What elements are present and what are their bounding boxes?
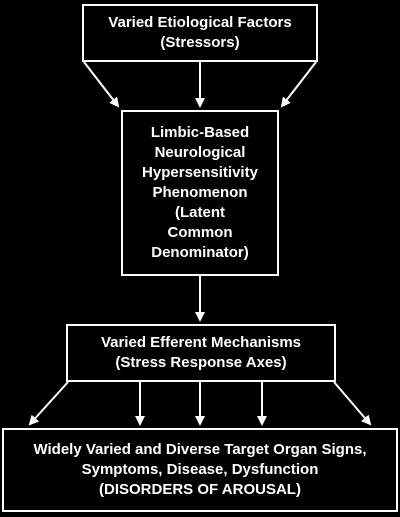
limbic-line-2: Neurological xyxy=(154,144,246,161)
limbic-line-7: Denominator) xyxy=(151,244,249,261)
efferent-line-1: Varied Efferent Mechanisms xyxy=(100,334,302,351)
stressors-line-1: Varied Etiological Factors xyxy=(108,14,292,31)
limbic-line-6: Common xyxy=(167,224,233,241)
target-line-1: Widely Varied and Diverse Target Organ S… xyxy=(33,441,367,458)
limbic-line-4: Phenomenon xyxy=(152,184,248,201)
arrow-efferent-1 xyxy=(28,381,69,426)
target-line-2: Symptoms, Disease, Dysfunction xyxy=(81,461,319,478)
efferent-box: Varied Efferent Mechanisms (Stress Respo… xyxy=(66,324,336,382)
efferent-line-2: (Stress Response Axes) xyxy=(115,354,287,371)
limbic-line-1: Limbic-Based xyxy=(150,124,250,141)
arrow-efferent-5 xyxy=(333,381,372,426)
limbic-box: Limbic-Based Neurological Hypersensitivi… xyxy=(121,110,279,276)
arrow-stressors-right xyxy=(280,61,317,108)
arrow-stressors-left xyxy=(83,61,120,108)
target-organ-box: Widely Varied and Diverse Target Organ S… xyxy=(2,428,398,512)
limbic-line-5: (Latent xyxy=(175,204,225,221)
target-line-3: (DISORDERS OF AROUSAL) xyxy=(99,481,301,498)
limbic-line-3: Hypersensitivity xyxy=(142,164,258,181)
stressors-line-2: (Stressors) xyxy=(160,34,240,51)
stressors-box: Varied Etiological Factors (Stressors) xyxy=(82,4,318,62)
